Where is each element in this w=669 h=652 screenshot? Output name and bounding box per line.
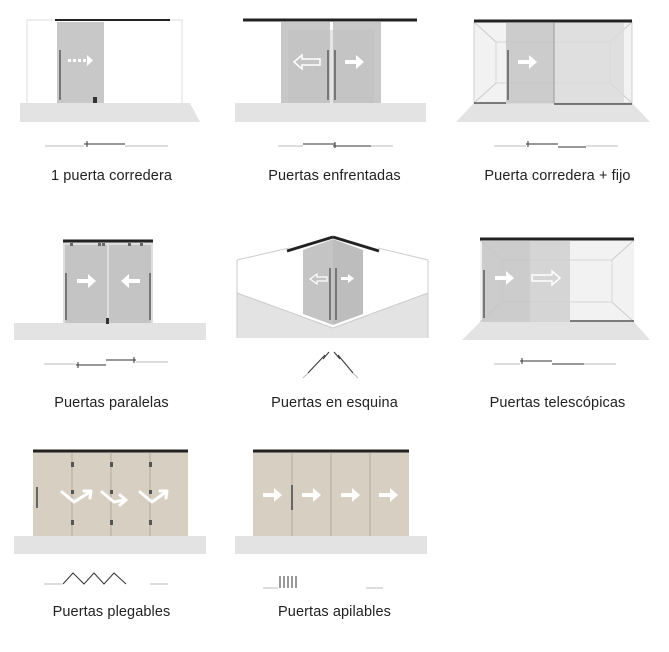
sliding-plus-fixed-illustration bbox=[456, 19, 650, 148]
door-type-card-folding-doors: Puertas plegables bbox=[0, 440, 223, 652]
door-type-label: Puertas plegables bbox=[52, 604, 171, 620]
arrow-right-icon bbox=[77, 274, 96, 288]
door-type-label: 1 puerta corredera bbox=[50, 168, 173, 184]
door-type-card-facing-doors: Puertas enfrentadas bbox=[223, 0, 446, 212]
door-type-label: Puertas telescópicas bbox=[489, 395, 626, 411]
fold-arrow-icon bbox=[138, 489, 169, 504]
arrow-right-icon bbox=[302, 488, 321, 502]
arrow-right-icon bbox=[68, 55, 93, 66]
stacking-doors-illustration bbox=[235, 449, 427, 589]
door-type-card-single-sliding: 1 puerta corredera bbox=[0, 0, 223, 212]
arrow-right-icon bbox=[263, 488, 282, 502]
plan-view-icon bbox=[44, 572, 168, 585]
arrow-right-icon bbox=[341, 274, 354, 283]
plan-view-icon bbox=[45, 141, 168, 147]
telescopic-doors-illustration bbox=[462, 237, 650, 365]
folding-doors-illustration bbox=[14, 449, 206, 585]
door-type-label: Puertas en esquina bbox=[271, 395, 398, 411]
door-type-card-sliding-plus-fixed: Puerta corredera + fijo bbox=[446, 0, 669, 212]
plan-view-icon bbox=[44, 357, 168, 368]
arrow-right-icon bbox=[345, 55, 364, 69]
arrow-right-icon bbox=[341, 488, 360, 502]
parallel-doors-illustration bbox=[14, 239, 206, 368]
plan-view-icon bbox=[494, 358, 616, 365]
fold-arrow-icon bbox=[100, 490, 128, 507]
arrow-right-icon bbox=[379, 488, 398, 502]
door-type-card-telescopic-doors: Puertas telescópicas bbox=[446, 228, 669, 440]
arrow-left-icon bbox=[292, 53, 321, 71]
arrow-left-icon bbox=[121, 274, 140, 288]
arrow-right-icon bbox=[518, 55, 537, 69]
fold-arrow-icon bbox=[60, 489, 93, 504]
door-type-label: Puertas apilables bbox=[278, 604, 391, 620]
door-type-card-corner-doors: Puertas en esquina bbox=[223, 228, 446, 440]
arrow-left-icon bbox=[308, 272, 328, 286]
arrow-right-icon bbox=[531, 269, 562, 287]
door-type-card-stacking-doors: Puertas apilables bbox=[223, 440, 446, 652]
door-type-label: Puertas paralelas bbox=[54, 395, 169, 411]
corner-doors-illustration bbox=[236, 235, 429, 379]
door-type-card-parallel-doors: Puertas paralelas bbox=[0, 228, 223, 440]
plan-view-icon bbox=[494, 141, 618, 148]
arrow-right-icon bbox=[495, 271, 514, 285]
single-sliding-illustration bbox=[20, 19, 200, 147]
plan-view-icon bbox=[302, 351, 359, 379]
door-type-label: Puerta corredera + fijo bbox=[484, 168, 631, 184]
plan-view-icon bbox=[263, 576, 383, 589]
door-type-label: Puertas enfrentadas bbox=[268, 168, 401, 184]
plan-view-icon bbox=[278, 142, 393, 148]
facing-doors-illustration bbox=[235, 18, 426, 148]
